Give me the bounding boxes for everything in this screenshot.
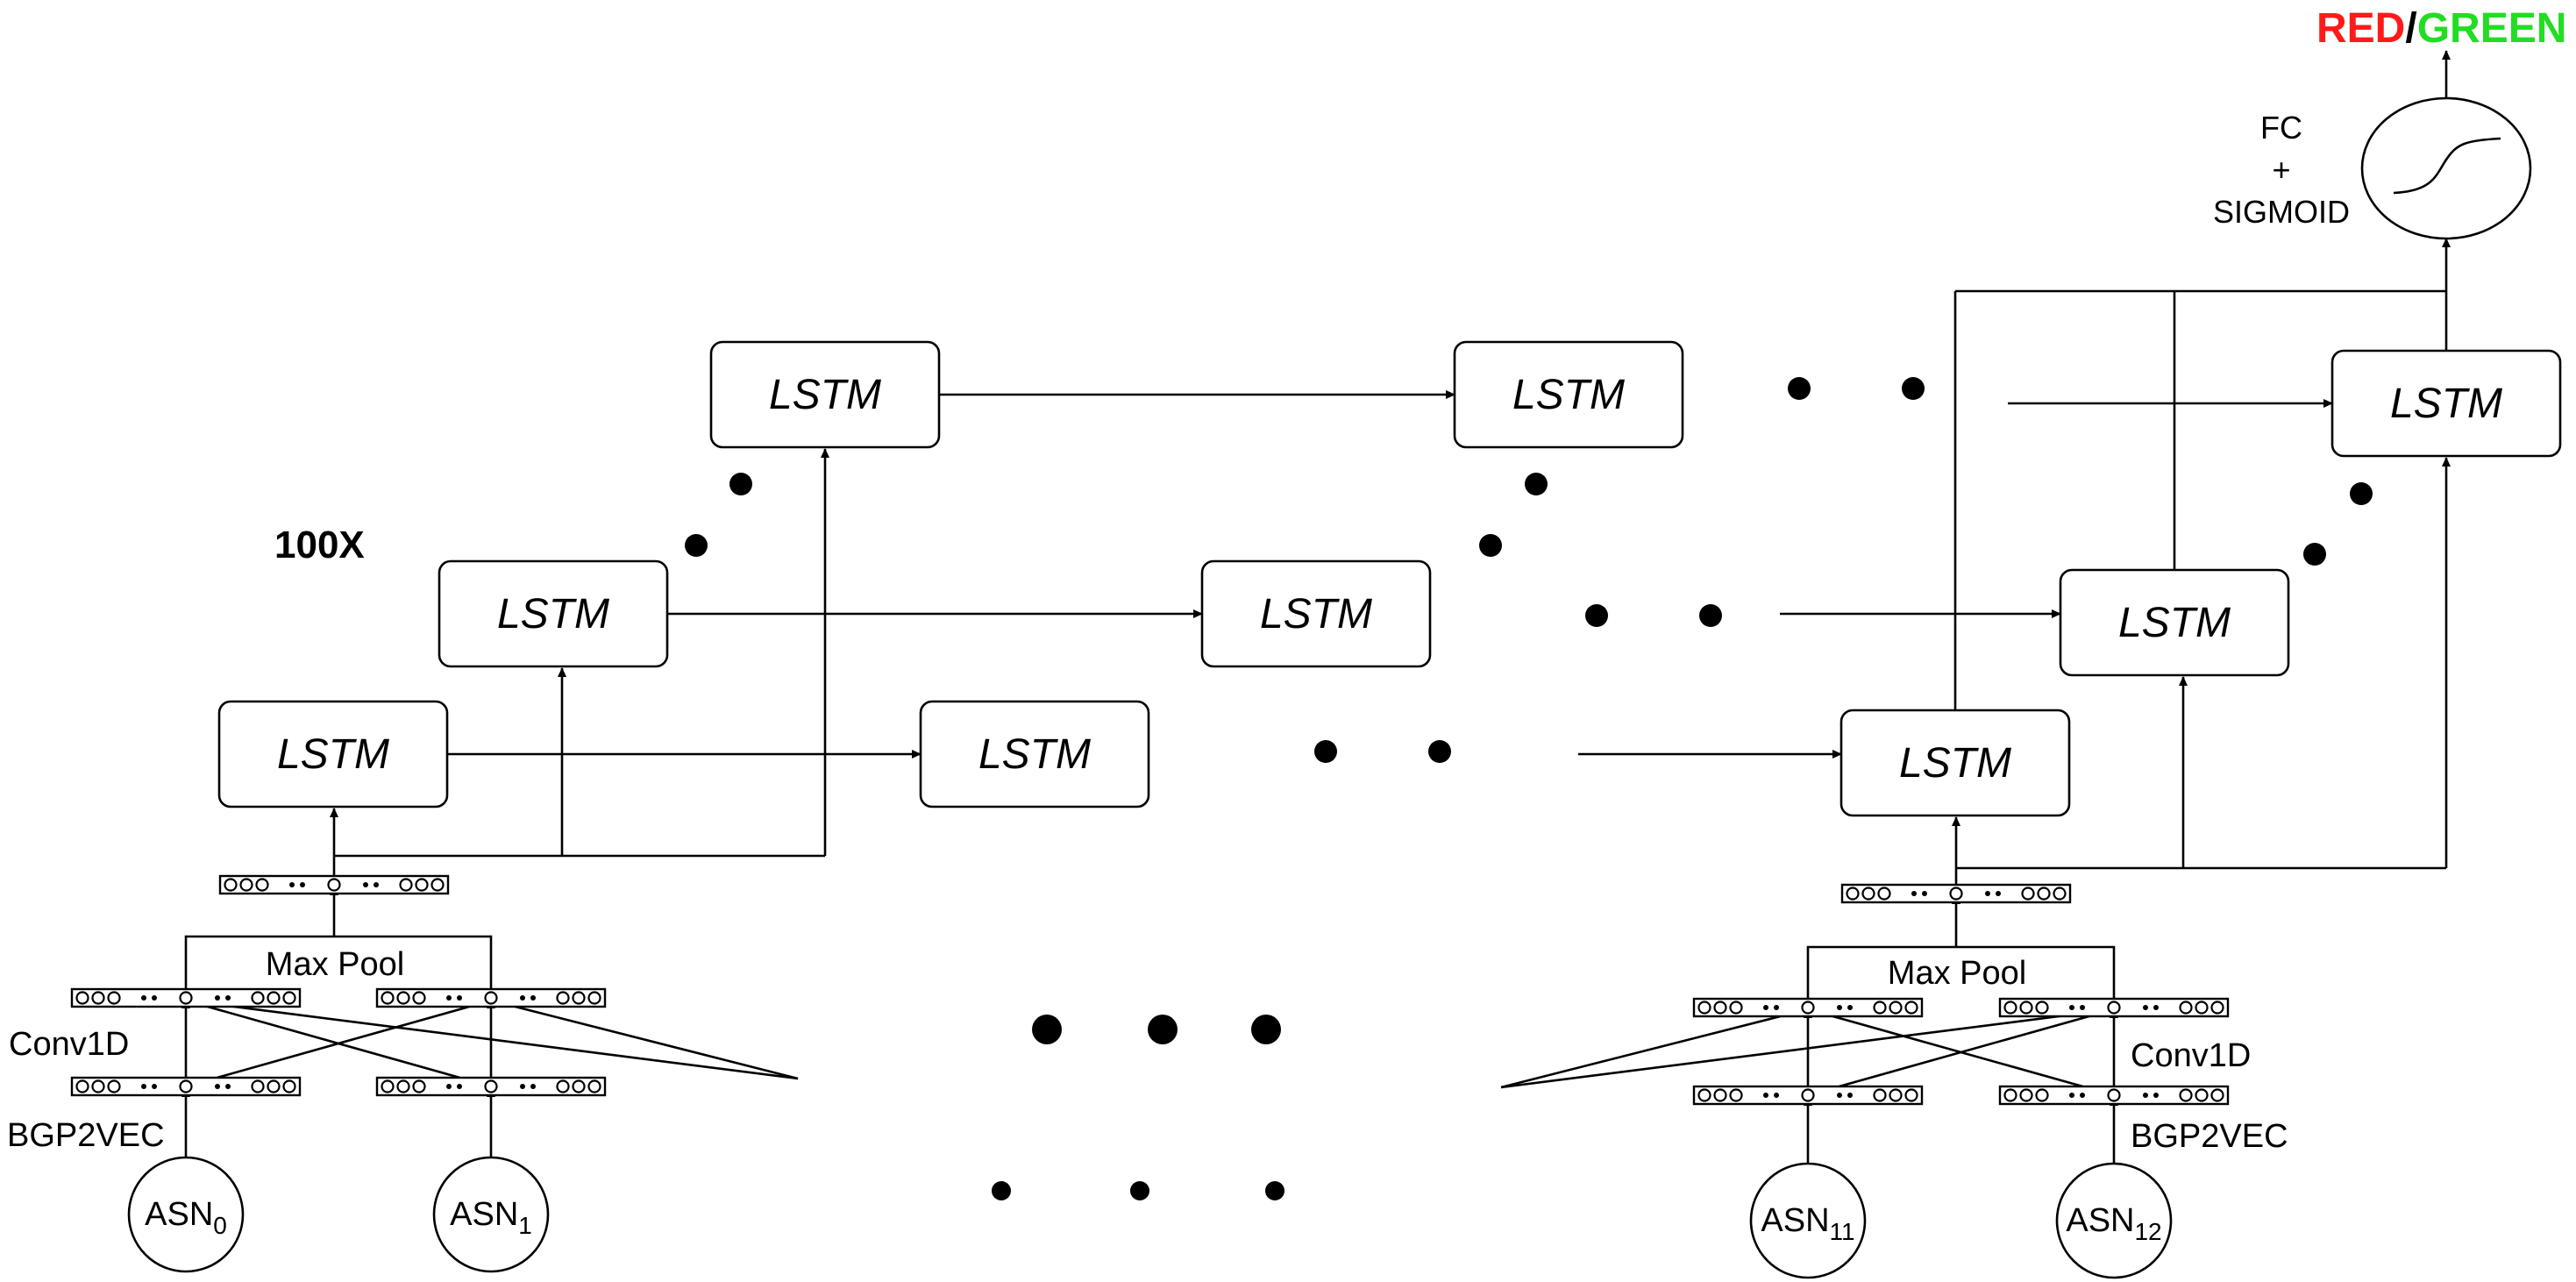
embed-vector-l1 <box>375 1076 607 1097</box>
output-slash: / <box>2405 5 2416 52</box>
svg-text:ASN12: ASN12 <box>2066 1202 2161 1245</box>
asn-node-11-subscript: 11 <box>1830 1218 1855 1245</box>
maxpool-bracket-right <box>1806 945 2116 1008</box>
output-red: RED <box>2316 5 2405 52</box>
pool-vector-right <box>1840 883 2072 904</box>
pool-vector-left <box>218 874 450 895</box>
conv1d-label-left: Conv1D <box>9 1026 129 1063</box>
conv-vector-l1 <box>375 987 607 1008</box>
lstm-r2-label: LSTM <box>2118 600 2231 646</box>
conv-vector-r0 <box>1692 997 1924 1018</box>
fc-label: FC <box>2260 110 2302 146</box>
embed-vector-r1 <box>1998 1085 2230 1106</box>
output-green: GREEN <box>2417 5 2567 52</box>
lstm-l3-label: LSTM <box>769 372 881 418</box>
fc-sigmoid-node <box>2360 96 2532 240</box>
sigmoid-label: SIGMOID <box>2213 194 2350 230</box>
svg-text:ASN1: ASN1 <box>450 1196 532 1239</box>
lstm-l1-label: LSTM <box>277 731 389 778</box>
output-label: RED/GREEN <box>2316 5 2566 52</box>
bgp2vec-label-right: BGP2VEC <box>2131 1118 2288 1155</box>
plus-label: + <box>2272 152 2290 188</box>
asn-node-12: ASN12 <box>2055 1162 2173 1279</box>
ellipsis-dots-inputs <box>1032 1015 1281 1044</box>
conv-edge-r4 <box>1500 1006 2115 1089</box>
conv-edge-r3 <box>1500 1007 1809 1089</box>
asn-node-11: ASN11 <box>1749 1162 1867 1279</box>
lstm-m1: LSTM <box>919 700 1150 808</box>
asn-node-12-subscript: 12 <box>2134 1218 2161 1245</box>
asn-node-0: ASN0 <box>127 1156 245 1273</box>
lstm-l2: LSTM <box>438 559 669 668</box>
conv-edge-4 <box>490 998 799 1080</box>
asn-node-1: ASN1 <box>432 1156 550 1273</box>
conv-vector-l0 <box>70 987 302 1008</box>
lstm-m3: LSTM <box>1453 340 1684 449</box>
lstm-r1-label: LSTM <box>1899 740 2011 787</box>
lstm-r1: LSTM <box>1839 709 2071 817</box>
conv-edge-2 <box>185 998 492 1088</box>
repeat-label: 100X <box>274 523 365 566</box>
ellipsis-dots-row1 <box>1314 740 1451 763</box>
conv1d-label-right: Conv1D <box>2131 1037 2251 1074</box>
svg-text:ASN11: ASN11 <box>1761 1202 1854 1245</box>
conv-edge-3 <box>185 997 799 1080</box>
maxpool-bracket-left <box>184 935 493 998</box>
ellipsis-dots-row2 <box>1585 604 1722 627</box>
asn-node-1-subscript: 1 <box>518 1212 532 1239</box>
ellipsis-dots-asns <box>992 1181 1284 1200</box>
conv-vector-r1 <box>1998 997 2230 1018</box>
lstm-m3-label: LSTM <box>1512 372 1625 418</box>
lstm-l3: LSTM <box>709 340 941 449</box>
asn-node-11-label: ASN <box>1761 1202 1829 1239</box>
asn-node-0-subscript: 0 <box>213 1212 227 1239</box>
conv-edge-r2 <box>1807 1007 2115 1097</box>
lstm-m1-label: LSTM <box>978 731 1091 778</box>
svg-text:ASN0: ASN0 <box>145 1196 227 1239</box>
lstm-m2-label: LSTM <box>1260 591 1372 637</box>
embed-vector-l0 <box>70 1076 302 1097</box>
lstm-m2: LSTM <box>1200 559 1432 668</box>
lstm-l2-label: LSTM <box>497 591 609 637</box>
asn-node-1-label: ASN <box>450 1196 518 1233</box>
asn-node-0-label: ASN <box>145 1196 213 1233</box>
lstm-r3-label: LSTM <box>2390 381 2502 427</box>
lstm-r2: LSTM <box>2059 568 2290 677</box>
ellipsis-dots-diag-mid <box>1479 473 1548 557</box>
maxpool-label-right: Max Pool <box>1888 955 2026 992</box>
ellipsis-dots-diag-right <box>2303 482 2373 566</box>
maxpool-label-left: Max Pool <box>266 946 404 983</box>
ellipsis-dots-diag-left <box>685 473 752 557</box>
asn-node-12-label: ASN <box>2066 1202 2134 1239</box>
lstm-l1: LSTM <box>217 700 449 808</box>
embed-vector-r0 <box>1692 1085 1924 1106</box>
bgp2vec-label-left: BGP2VEC <box>7 1117 165 1154</box>
sigmoid-curve-icon <box>2393 137 2501 195</box>
lstm-r3: LSTM <box>2330 349 2562 458</box>
ellipsis-dots-row3 <box>1788 377 1925 400</box>
